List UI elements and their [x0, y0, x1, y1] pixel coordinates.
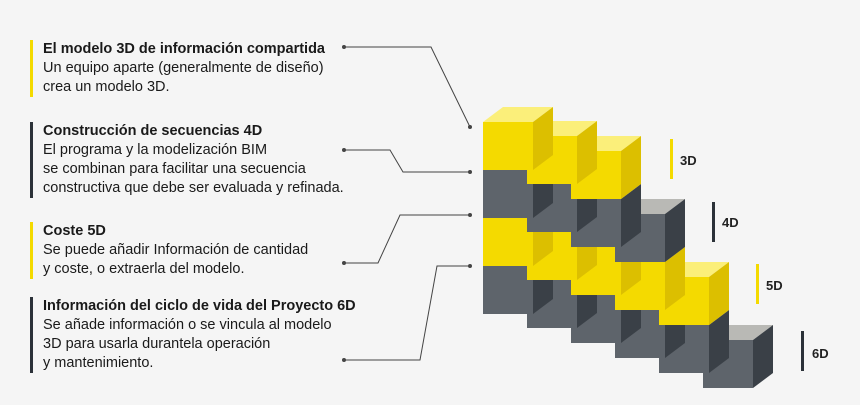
dimension-label-6d: 6D: [812, 346, 829, 361]
cube-side-face: [709, 262, 729, 325]
dimension-label-4d: 4D: [722, 215, 739, 230]
block-5d-description: Se puede añadir Información de cantidad …: [43, 242, 309, 277]
cube-side-face: [621, 136, 641, 199]
cube-side-face: [621, 184, 641, 247]
dimension-label-3d: 3D: [680, 153, 697, 168]
leader-line: [344, 149, 470, 173]
block-4d-title: Construcción de secuencias 4D: [43, 123, 263, 139]
leader-line: [344, 214, 470, 264]
cube-side-face: [577, 121, 597, 184]
dimension-marker-4d: [712, 202, 715, 242]
leader-dot: [468, 264, 472, 268]
leader-line: [344, 265, 470, 361]
dimension-marker-3d: [670, 139, 673, 179]
leader-dot: [342, 45, 346, 49]
block-6d-description: Se añade información o se vincula al mod…: [43, 317, 332, 371]
block-3d-description: Un equipo aparte (generalmente de diseño…: [43, 60, 324, 95]
leader-dot: [468, 213, 472, 217]
cube-side-face: [533, 107, 553, 170]
dimension-label-5d: 5D: [766, 278, 783, 293]
leader-dot: [342, 261, 346, 265]
cube-front-face: [483, 266, 533, 314]
leader-dot: [468, 170, 472, 174]
block-4d-description: El programa y la modelización BIM se com…: [43, 142, 344, 196]
dimension-marker-5d: [756, 264, 759, 304]
leader-dot: [468, 125, 472, 129]
leader-dot: [342, 148, 346, 152]
block-3d: El modelo 3D de información compartida U…: [30, 40, 383, 97]
cube-front-face: [483, 170, 533, 218]
leader-line: [344, 46, 471, 128]
block-6d: Información del ciclo de vida del Proyec…: [30, 297, 383, 373]
cube-top-face: [483, 107, 553, 122]
block-5d: Coste 5D Se puede añadir Información de …: [30, 222, 383, 279]
cube-side-face: [753, 325, 773, 388]
dimension-marker-6d: [801, 331, 804, 371]
block-3d-title: El modelo 3D de información compartida: [43, 41, 325, 57]
block-4d: Construcción de secuencias 4D El program…: [30, 122, 383, 198]
yellow-cube: [483, 107, 553, 170]
cube-side-face: [665, 199, 685, 262]
cube-front-face: [483, 218, 533, 266]
cube-side-face: [709, 310, 729, 373]
block-5d-title: Coste 5D: [43, 223, 106, 239]
leader-dot: [342, 358, 346, 362]
cube-side-face: [665, 247, 685, 310]
cube-front-face: [483, 122, 533, 170]
block-6d-title: Información del ciclo de vida del Proyec…: [43, 298, 356, 314]
